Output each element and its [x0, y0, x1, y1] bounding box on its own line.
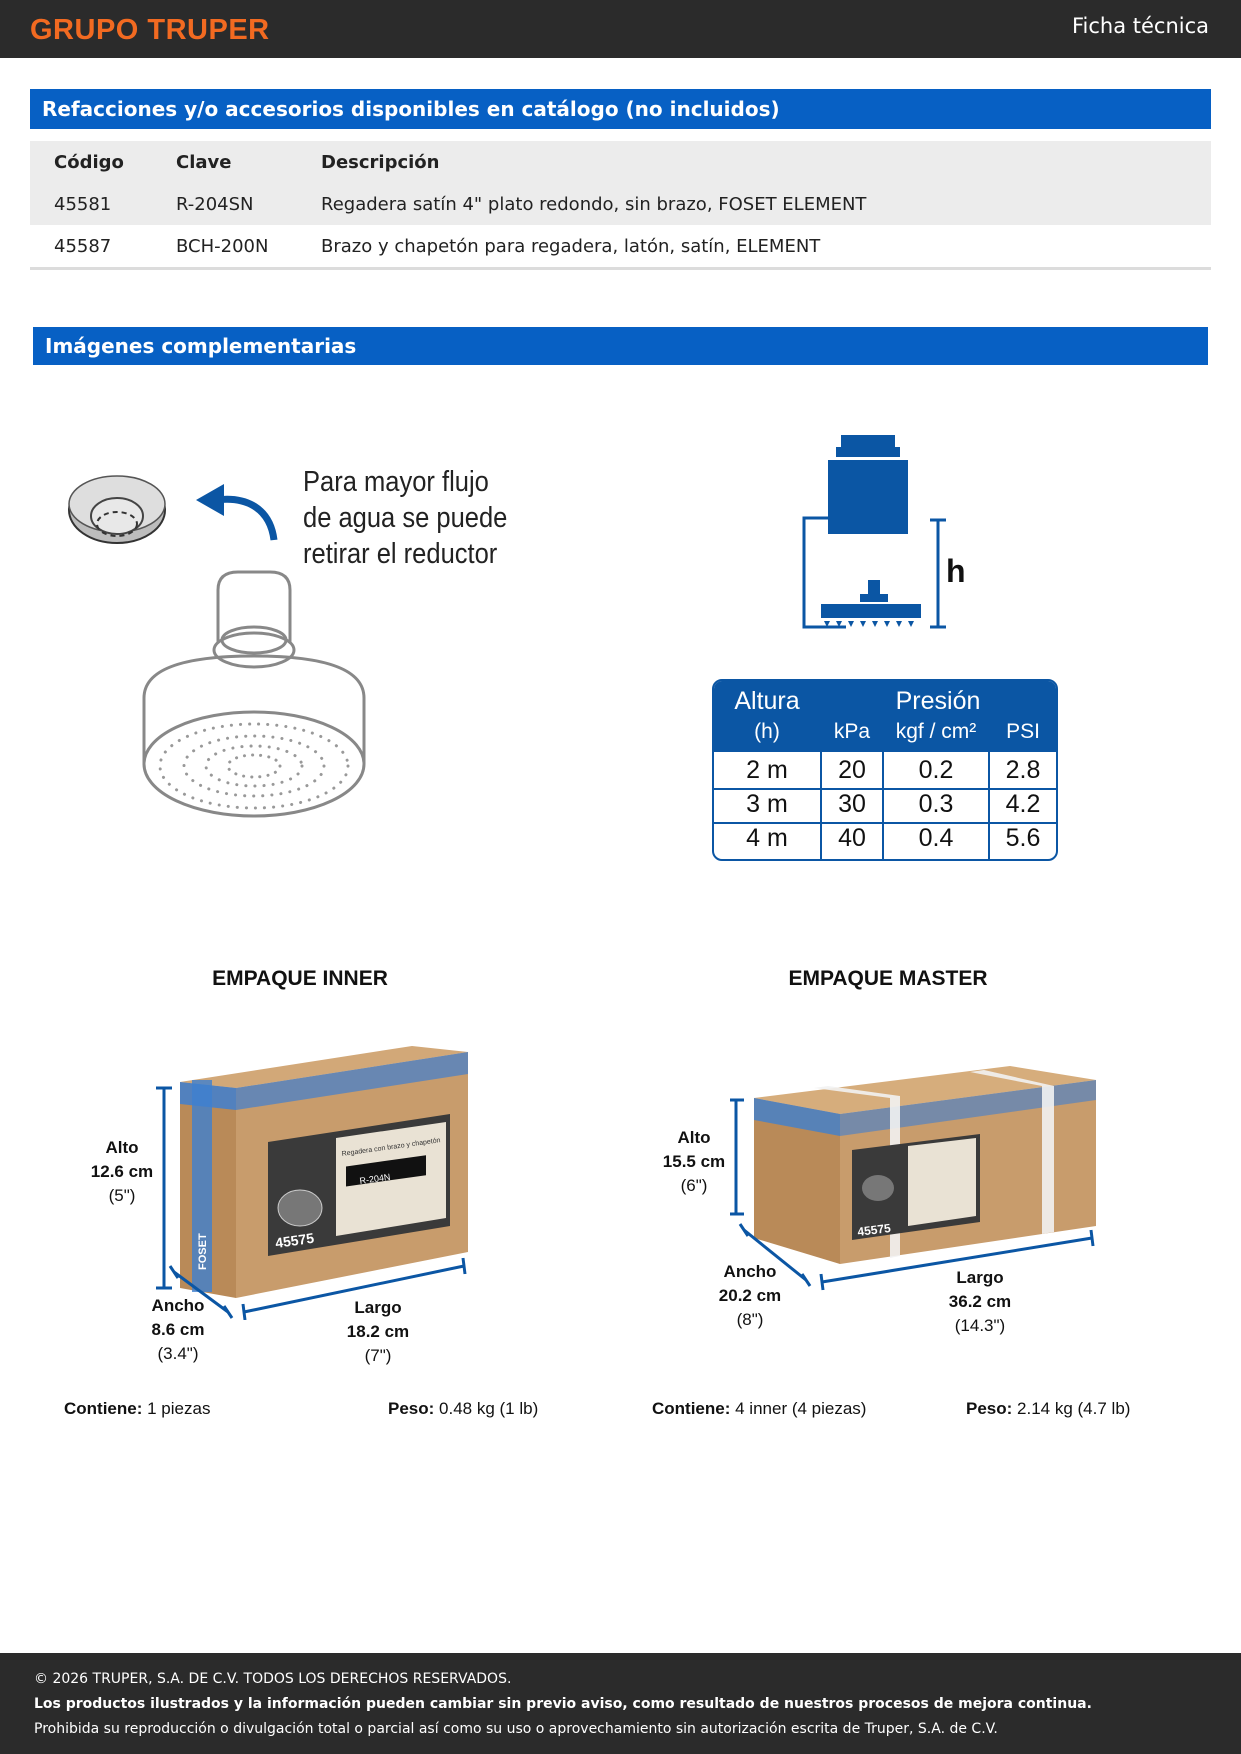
row-descripcion: Regadera satín 4" plato redondo, sin bra…: [297, 183, 1211, 225]
master-ancho-label: Ancho 20.2 cm (8"): [718, 1262, 782, 1329]
pressure-cell: 5.6: [1005, 824, 1041, 852]
presion-header: Presión: [895, 687, 981, 715]
pressure-cell: 40: [838, 824, 866, 852]
pressure-cell: 20: [838, 756, 866, 784]
images-section-title: Imágenes complementarias: [33, 327, 1208, 365]
table-row: 45587 BCH-200N Brazo y chapetón para reg…: [30, 225, 1211, 270]
reducer-note: Para mayor flujo de agua se puede retira…: [303, 464, 507, 572]
row-descripcion: Brazo y chapetón para regadera, latón, s…: [297, 225, 1211, 270]
footer-prohibition: Prohibida su reproducción o divulgación …: [34, 1721, 998, 1737]
reducer-note-line: retirar el reductor: [303, 538, 498, 570]
footer-copyright: © 2026 TRUPER, S.A. DE C.V. TODOS LOS DE…: [34, 1671, 512, 1687]
pressure-cell: 3 m: [746, 790, 788, 818]
altura-header: Altura: [734, 687, 800, 715]
column-header-codigo: Código: [30, 141, 152, 183]
altura-unit: (h): [754, 720, 780, 743]
truper-logo: GRUPO TRUPER: [30, 14, 270, 46]
inner-box-code-text: 45575: [274, 1230, 315, 1251]
unit-psi: PSI: [1006, 720, 1040, 743]
master-contents: Contiene: 4 inner (4 piezas): [652, 1399, 867, 1418]
pressure-cell: 2 m: [746, 756, 788, 784]
column-header-clave: Clave: [152, 141, 297, 183]
footer: © 2026 TRUPER, S.A. DE C.V. TODOS LOS DE…: [0, 1653, 1241, 1754]
unit-kgf: kgf / cm²: [895, 720, 977, 743]
master-largo-label: Largo 36.2 cm (14.3"): [948, 1268, 1012, 1335]
height-diagram: [802, 435, 946, 629]
row-clave: BCH-200N: [152, 225, 297, 270]
header-bar: GRUPO TRUPER Ficha técnica: [0, 0, 1241, 58]
pressure-cell: 4 m: [746, 824, 788, 852]
showerhead-illustration: [142, 570, 366, 818]
pressure-cell: 0.4: [918, 824, 954, 852]
table-header-row: Código Clave Descripción: [30, 141, 1211, 183]
curved-arrow-icon: [196, 484, 278, 541]
master-package-title: EMPAQUE MASTER: [788, 967, 988, 990]
inner-package-title: EMPAQUE INNER: [212, 967, 388, 990]
inner-box-brand-text: FOSET: [197, 1233, 209, 1270]
inner-box-model-text: R-204N: [359, 1172, 391, 1186]
table-row: 45581 R-204SN Regadera satín 4" plato re…: [30, 183, 1211, 225]
column-header-descripcion: Descripción: [297, 141, 1211, 183]
master-box-illustration: 45575: [754, 1066, 1096, 1264]
pressure-table: Altura (h) Presión kPa kgf / cm² PSI 2 m…: [712, 679, 1058, 861]
master-alto-label: Alto 15.5 cm (6"): [662, 1128, 726, 1195]
unit-kpa: kPa: [833, 720, 871, 743]
row-clave: R-204SN: [152, 183, 297, 225]
accessories-table: Código Clave Descripción 45581 R-204SN R…: [30, 141, 1211, 270]
pressure-table-header: [714, 681, 1056, 752]
row-codigo: 45587: [30, 225, 152, 270]
inner-box-illustration: Regadera con brazo y chapetón R-204N 455…: [180, 1046, 468, 1298]
pressure-cell: 30: [838, 790, 866, 818]
accessories-section-title: Refacciones y/o accesorios disponibles e…: [30, 89, 1211, 129]
reducer-note-line: de agua se puede: [303, 502, 508, 534]
pressure-cell: 0.3: [918, 790, 954, 818]
reducer-note-line: Para mayor flujo: [303, 466, 489, 498]
inner-dimension-lines: [156, 1086, 467, 1320]
pressure-cell: 0.2: [918, 756, 954, 784]
row-codigo: 45581: [30, 183, 152, 225]
master-dimension-lines: [730, 1098, 1095, 1291]
inner-largo-label: Largo 18.2 cm (7"): [346, 1298, 410, 1365]
pressure-cell: 2.8: [1005, 756, 1041, 784]
footer-notice: Los productos ilustrados y la informació…: [34, 1696, 1092, 1712]
height-label: h: [946, 553, 966, 589]
inner-contents: Contiene: 1 piezas: [64, 1399, 211, 1418]
inner-ancho-label: Ancho 8.6 cm (3.4"): [151, 1296, 205, 1363]
master-box-code-text: 45575: [857, 1221, 892, 1239]
flow-reducer-illustration: [68, 475, 166, 544]
inner-weight: Peso: 0.48 kg (1 lb): [388, 1399, 539, 1418]
document-type: Ficha técnica: [1071, 14, 1209, 38]
inner-alto-label: Alto 12.6 cm (5"): [90, 1138, 154, 1205]
pressure-cell: 4.2: [1005, 790, 1041, 818]
master-weight: Peso: 2.14 kg (4.7 lb): [966, 1399, 1131, 1418]
